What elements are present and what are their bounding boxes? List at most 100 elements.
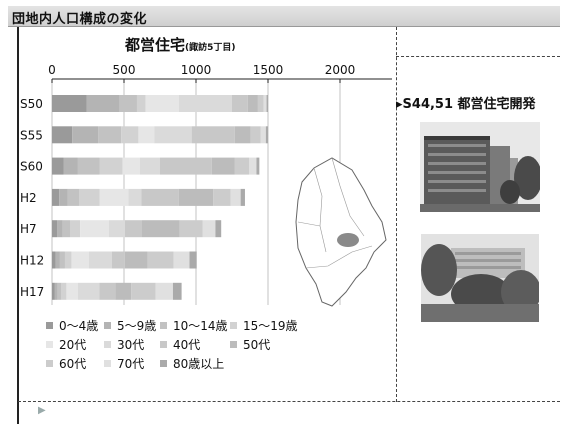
legend-label: 20代: [59, 338, 87, 352]
legend-item: 70代: [104, 355, 144, 372]
legend-label: 60代: [59, 357, 87, 371]
legend-label: 50代: [243, 338, 271, 352]
bar-segment: [63, 157, 78, 175]
district-map: [295, 157, 387, 307]
legend-item: 30代: [104, 336, 144, 353]
legend-item: 80歳以上: [160, 355, 224, 372]
bar-segment: [154, 126, 192, 144]
x-tick-label: 1000: [181, 63, 212, 77]
bar-segment: [61, 282, 67, 300]
bar-segment: [52, 282, 55, 300]
legend-label: 15〜19歳: [243, 319, 298, 333]
bars: [52, 95, 268, 300]
legend-label: 10〜14歳: [173, 319, 228, 333]
bar-segment: [52, 220, 58, 238]
map-highlight-area: [337, 233, 359, 247]
legend-item: 50代: [230, 336, 270, 353]
bar-segment: [173, 251, 190, 269]
bar-segment: [141, 188, 179, 206]
bar-segment: [160, 157, 212, 175]
category-label: S60: [20, 160, 43, 174]
legend-swatch: [160, 322, 167, 329]
bar-segment: [155, 282, 173, 300]
bar-segment: [142, 220, 180, 238]
legend-swatch: [160, 341, 167, 348]
bar-segment: [77, 157, 100, 175]
x-tick-label: 500: [113, 63, 136, 77]
bar-segment: [178, 95, 232, 112]
bar-segment: [139, 157, 160, 175]
bar-segment: [234, 157, 250, 175]
bar-segment: [240, 188, 245, 206]
legend-label: 80歳以上: [173, 357, 225, 371]
bar-segment: [77, 282, 100, 300]
apartment-building-photo: [420, 122, 540, 212]
x-tick-label: 2000: [325, 63, 356, 77]
bar-segment: [57, 220, 63, 238]
chart-subtitle: (諏訪5丁目): [185, 43, 236, 53]
legend-label: 5〜9歳: [117, 319, 157, 333]
legend-label: 0〜4歳: [59, 319, 99, 333]
legend-item: 20代: [46, 336, 86, 353]
legend-item: 5〜9歳: [104, 317, 156, 334]
bar-segment: [178, 188, 214, 206]
bar-segment: [202, 220, 216, 238]
bar-segment: [79, 188, 100, 206]
bar-segment: [80, 220, 109, 238]
bar-segment: [67, 188, 80, 206]
vertical-divider: [396, 27, 397, 402]
legend-swatch: [230, 341, 237, 348]
bar-segment: [147, 251, 174, 269]
bar-segment: [179, 220, 203, 238]
bar-segment: [57, 282, 62, 300]
category-label: H2: [20, 191, 37, 205]
bar-segment: [250, 126, 261, 144]
bar-segment: [52, 126, 73, 144]
legend-item: 15〜19歳: [230, 317, 298, 334]
bar-segment: [189, 251, 197, 269]
bar-segment: [115, 282, 132, 300]
bar-segment: [70, 220, 81, 238]
bar-segment: [234, 126, 251, 144]
legend-swatch: [160, 360, 167, 367]
bar-segment: [98, 126, 122, 144]
chart-title-text: 都営住宅: [125, 36, 186, 54]
bar-segment: [72, 126, 99, 144]
horizontal-divider-top: [396, 56, 560, 57]
bar-segment: [256, 157, 260, 175]
bar-segment: [54, 282, 58, 300]
bar-segment: [232, 95, 248, 112]
category-label: S50: [20, 97, 43, 111]
legend-item: 40代: [160, 336, 200, 353]
bar-segment: [59, 188, 68, 206]
legend-swatch: [46, 360, 53, 367]
bar-segment: [119, 95, 137, 112]
bar-segment: [213, 188, 231, 206]
bar-segment: [52, 188, 60, 206]
legend-item: 60代: [46, 355, 86, 372]
bar-segment: [211, 157, 235, 175]
map-inner-lines: [297, 157, 373, 269]
header-band: 団地内人口構成の変化: [8, 6, 560, 27]
bar-segment: [52, 95, 87, 112]
bar-segment: [122, 157, 140, 175]
bar-segment: [138, 126, 155, 144]
bar-segment: [128, 188, 142, 206]
bar-segment: [257, 95, 264, 112]
legend-label: 70代: [117, 357, 145, 371]
legend-swatch: [104, 341, 111, 348]
bar-segment: [71, 251, 89, 269]
legend-swatch: [46, 341, 53, 348]
bar-segment: [52, 157, 64, 175]
bar-segment: [64, 251, 72, 269]
legend-label: 30代: [117, 338, 145, 352]
bar-segment: [191, 126, 235, 144]
chart-title: 都営住宅(諏訪5丁目): [125, 34, 236, 55]
bar-segment: [124, 220, 142, 238]
category-label: H7: [20, 222, 37, 236]
bar-segment: [136, 95, 146, 112]
